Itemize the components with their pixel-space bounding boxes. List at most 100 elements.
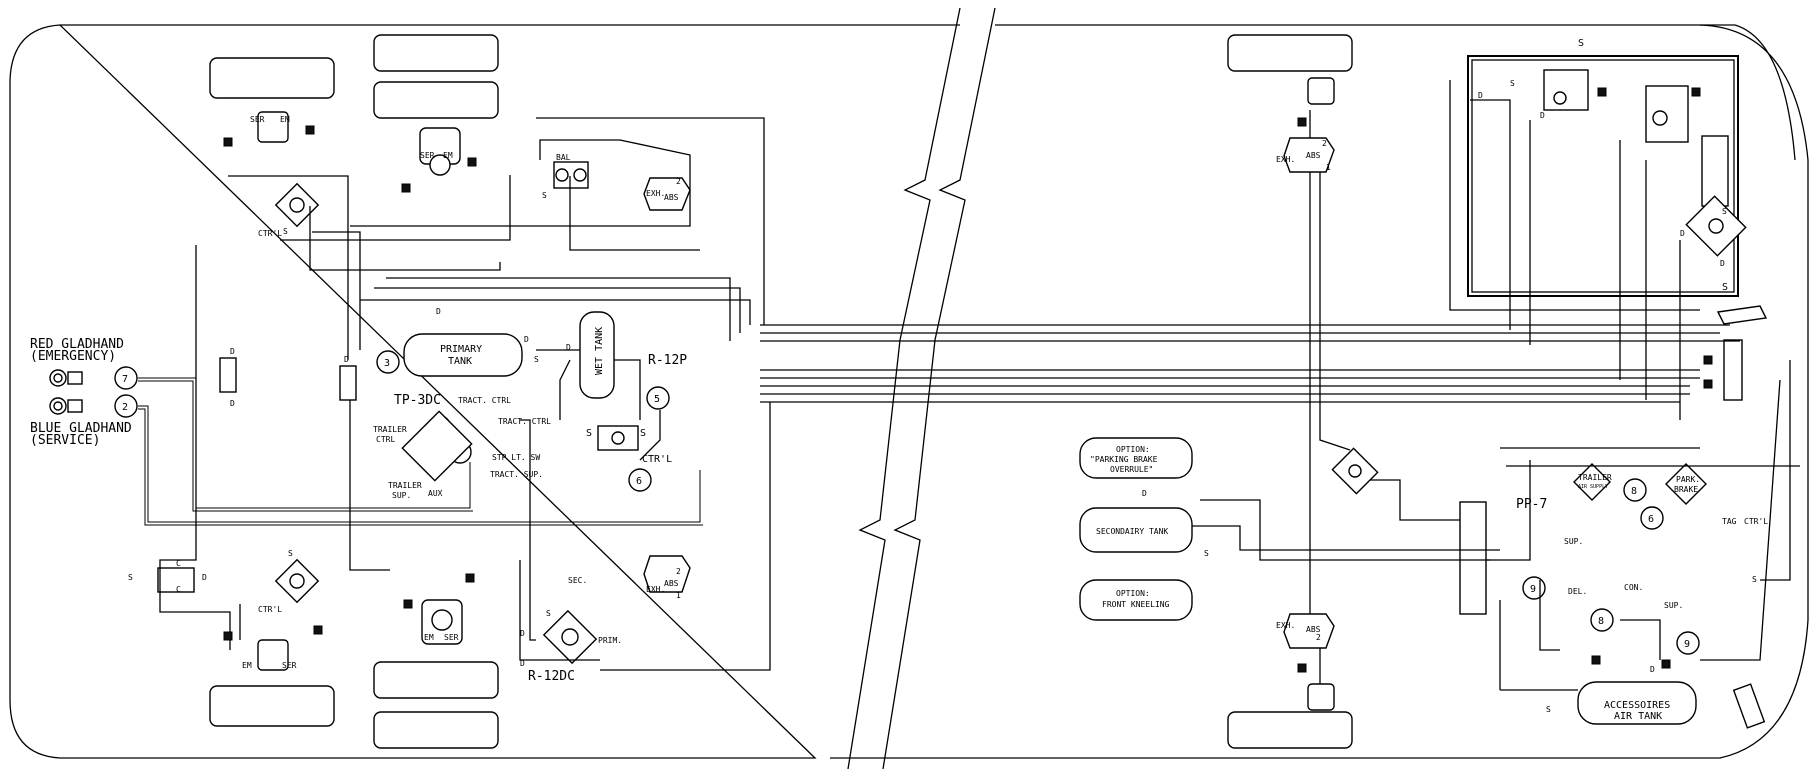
port-d-6: D	[524, 335, 529, 344]
port-2-1: 2	[676, 177, 681, 186]
marker-6: 6	[636, 476, 642, 487]
port-d-2: D	[230, 399, 235, 408]
park-brake-sign-1: PARK.	[1676, 475, 1700, 484]
port-d-15: D	[1720, 259, 1725, 268]
option-park-label-2: "PARKING BRAKE	[1090, 455, 1158, 464]
sec-label: SEC.	[568, 576, 587, 585]
port-d-7: D	[566, 343, 571, 352]
trailer-sup-label: TRAILER	[388, 481, 422, 490]
port-letters: CTR'L CTR'L S S D D D S C C D D D S D S …	[128, 79, 1757, 714]
label-ser-3: SER	[282, 661, 297, 670]
primary-tank-label: PRIMARY	[440, 344, 482, 355]
marker-8-top: 8	[1631, 486, 1637, 497]
port-d-1: D	[230, 347, 235, 356]
right-valve-module: S S	[1467, 38, 1747, 297]
marker-8-bottom: 8	[1598, 616, 1604, 627]
label-ser-1: SER	[250, 115, 265, 124]
accessory-tank	[1577, 681, 1697, 725]
label-ser-2: SER	[420, 151, 435, 160]
abs-label-1: ABS	[664, 193, 679, 202]
marker-2: 2	[122, 402, 128, 413]
valve-labels: TP-3DC R-12P R-12DC PP-7 TRACT. CTRL TRA…	[373, 353, 1768, 684]
port-s-13: S	[1722, 207, 1727, 216]
tract-sup-label: TRACT. SUP.	[490, 470, 543, 479]
trailer-sup-label-2: SUP.	[392, 491, 411, 500]
port-s-6: S	[640, 428, 646, 439]
fittings	[223, 87, 1713, 673]
tract-ctrl-label-1: TRACT. CTRL	[458, 396, 511, 405]
trailer-ctrl-label: TRAILER	[373, 425, 407, 434]
stp-lt-sw-label: STP LT. SW	[492, 453, 540, 462]
secondary-tank-label: SECONDAIRY TANK	[1096, 527, 1168, 536]
primary-tank-label-2: TANK	[448, 356, 472, 367]
port-1-3: 1	[1326, 163, 1331, 172]
sup-label-2: SUP.	[1664, 601, 1683, 610]
marker-5: 5	[654, 394, 660, 405]
park-brake-sign-2: BRAKE	[1674, 485, 1698, 494]
port-d-12: D	[1478, 91, 1483, 100]
option-kneel-label-1: OPTION:	[1116, 589, 1150, 598]
port-d-5: D	[436, 307, 441, 316]
marker-7: 7	[122, 374, 128, 385]
r12dc-label: R-12DC	[528, 669, 575, 684]
abs-label-3: ABS	[1306, 151, 1321, 160]
label-ser-4: SER	[444, 633, 459, 642]
exh-label-3: EXH.	[1276, 155, 1295, 164]
label-em-1: EM	[280, 115, 290, 124]
red-gladhand-sub: (EMERGENCY)	[30, 349, 116, 364]
marker-6-right: 6	[1648, 514, 1654, 525]
port-ctrl-1: CTR'L	[258, 229, 282, 238]
air-lines	[138, 80, 1800, 691]
marker-9-left: 9	[1530, 584, 1536, 595]
bal-label: BAL	[556, 153, 571, 162]
option-kneel-label-2: FRONT KNEELING	[1102, 600, 1170, 609]
r12p-label: R-12P	[648, 353, 687, 368]
manifold	[1716, 305, 1768, 729]
control-signs: TRAILER AIR SUPPLY PARK. BRAKE	[1573, 463, 1707, 505]
marker-9-right: 9	[1684, 639, 1690, 650]
trailer-ctrl-label-2: CTRL	[376, 435, 395, 444]
abs-label-4: ABS	[1306, 625, 1321, 634]
port-d-8: D	[520, 629, 525, 638]
port-2-2: 2	[676, 567, 681, 576]
port-d-10: D	[1142, 489, 1147, 498]
port-s-12: S	[1510, 79, 1515, 88]
label-s-top: S	[1578, 38, 1584, 49]
port-2-4: 2	[1316, 633, 1321, 642]
primary-tank	[403, 333, 523, 377]
aux-label: AUX	[428, 489, 443, 498]
port-s-1: S	[283, 227, 288, 236]
port-s-5: S	[586, 428, 592, 439]
label-em-3: EM	[242, 661, 252, 670]
trailer-air-sign-2: AIR SUPPLY	[1578, 484, 1608, 490]
option-park-label-3: OVERRULE"	[1110, 465, 1153, 474]
valves: BAL	[157, 153, 1487, 665]
exh-label-2: EXH.	[646, 585, 665, 594]
tires	[209, 34, 1353, 749]
tanks: PRIMARY TANK WET TANK OPTION: "PARKING B…	[403, 311, 1697, 725]
secondary-tank	[1079, 507, 1193, 553]
accessory-tank-label-2: AIR TANK	[1614, 711, 1662, 722]
port-s-2: S	[288, 549, 293, 558]
port-c-2: C	[176, 585, 181, 594]
marker-3: 3	[384, 358, 390, 369]
port-d-11: D	[1650, 665, 1655, 674]
exh-label-1: EXH.	[646, 189, 665, 198]
blue-gladhand-label: BLUE GLADHAND	[30, 421, 132, 436]
port-s-7: S	[542, 191, 547, 200]
tp3dc-label: TP-3DC	[394, 393, 441, 408]
ctrl-r12p-label: CTR'L	[642, 454, 672, 465]
del-label: DEL.	[1568, 587, 1587, 596]
port-s-9: S	[1204, 549, 1209, 558]
port-s-3: S	[128, 573, 133, 582]
tag-label: TAG	[1722, 517, 1737, 526]
port-d-14: D	[1680, 229, 1685, 238]
port-s-4: S	[534, 355, 539, 364]
accessory-tank-label-1: ACCESSOIRES	[1604, 700, 1670, 711]
red-gladhand-label: RED GLADHAND	[30, 337, 124, 352]
port-d-9: D	[520, 659, 525, 668]
con-label: CON.	[1624, 583, 1643, 592]
sup-label-1: SUP.	[1564, 537, 1583, 546]
wet-tank-label: WET TANK	[594, 327, 605, 375]
